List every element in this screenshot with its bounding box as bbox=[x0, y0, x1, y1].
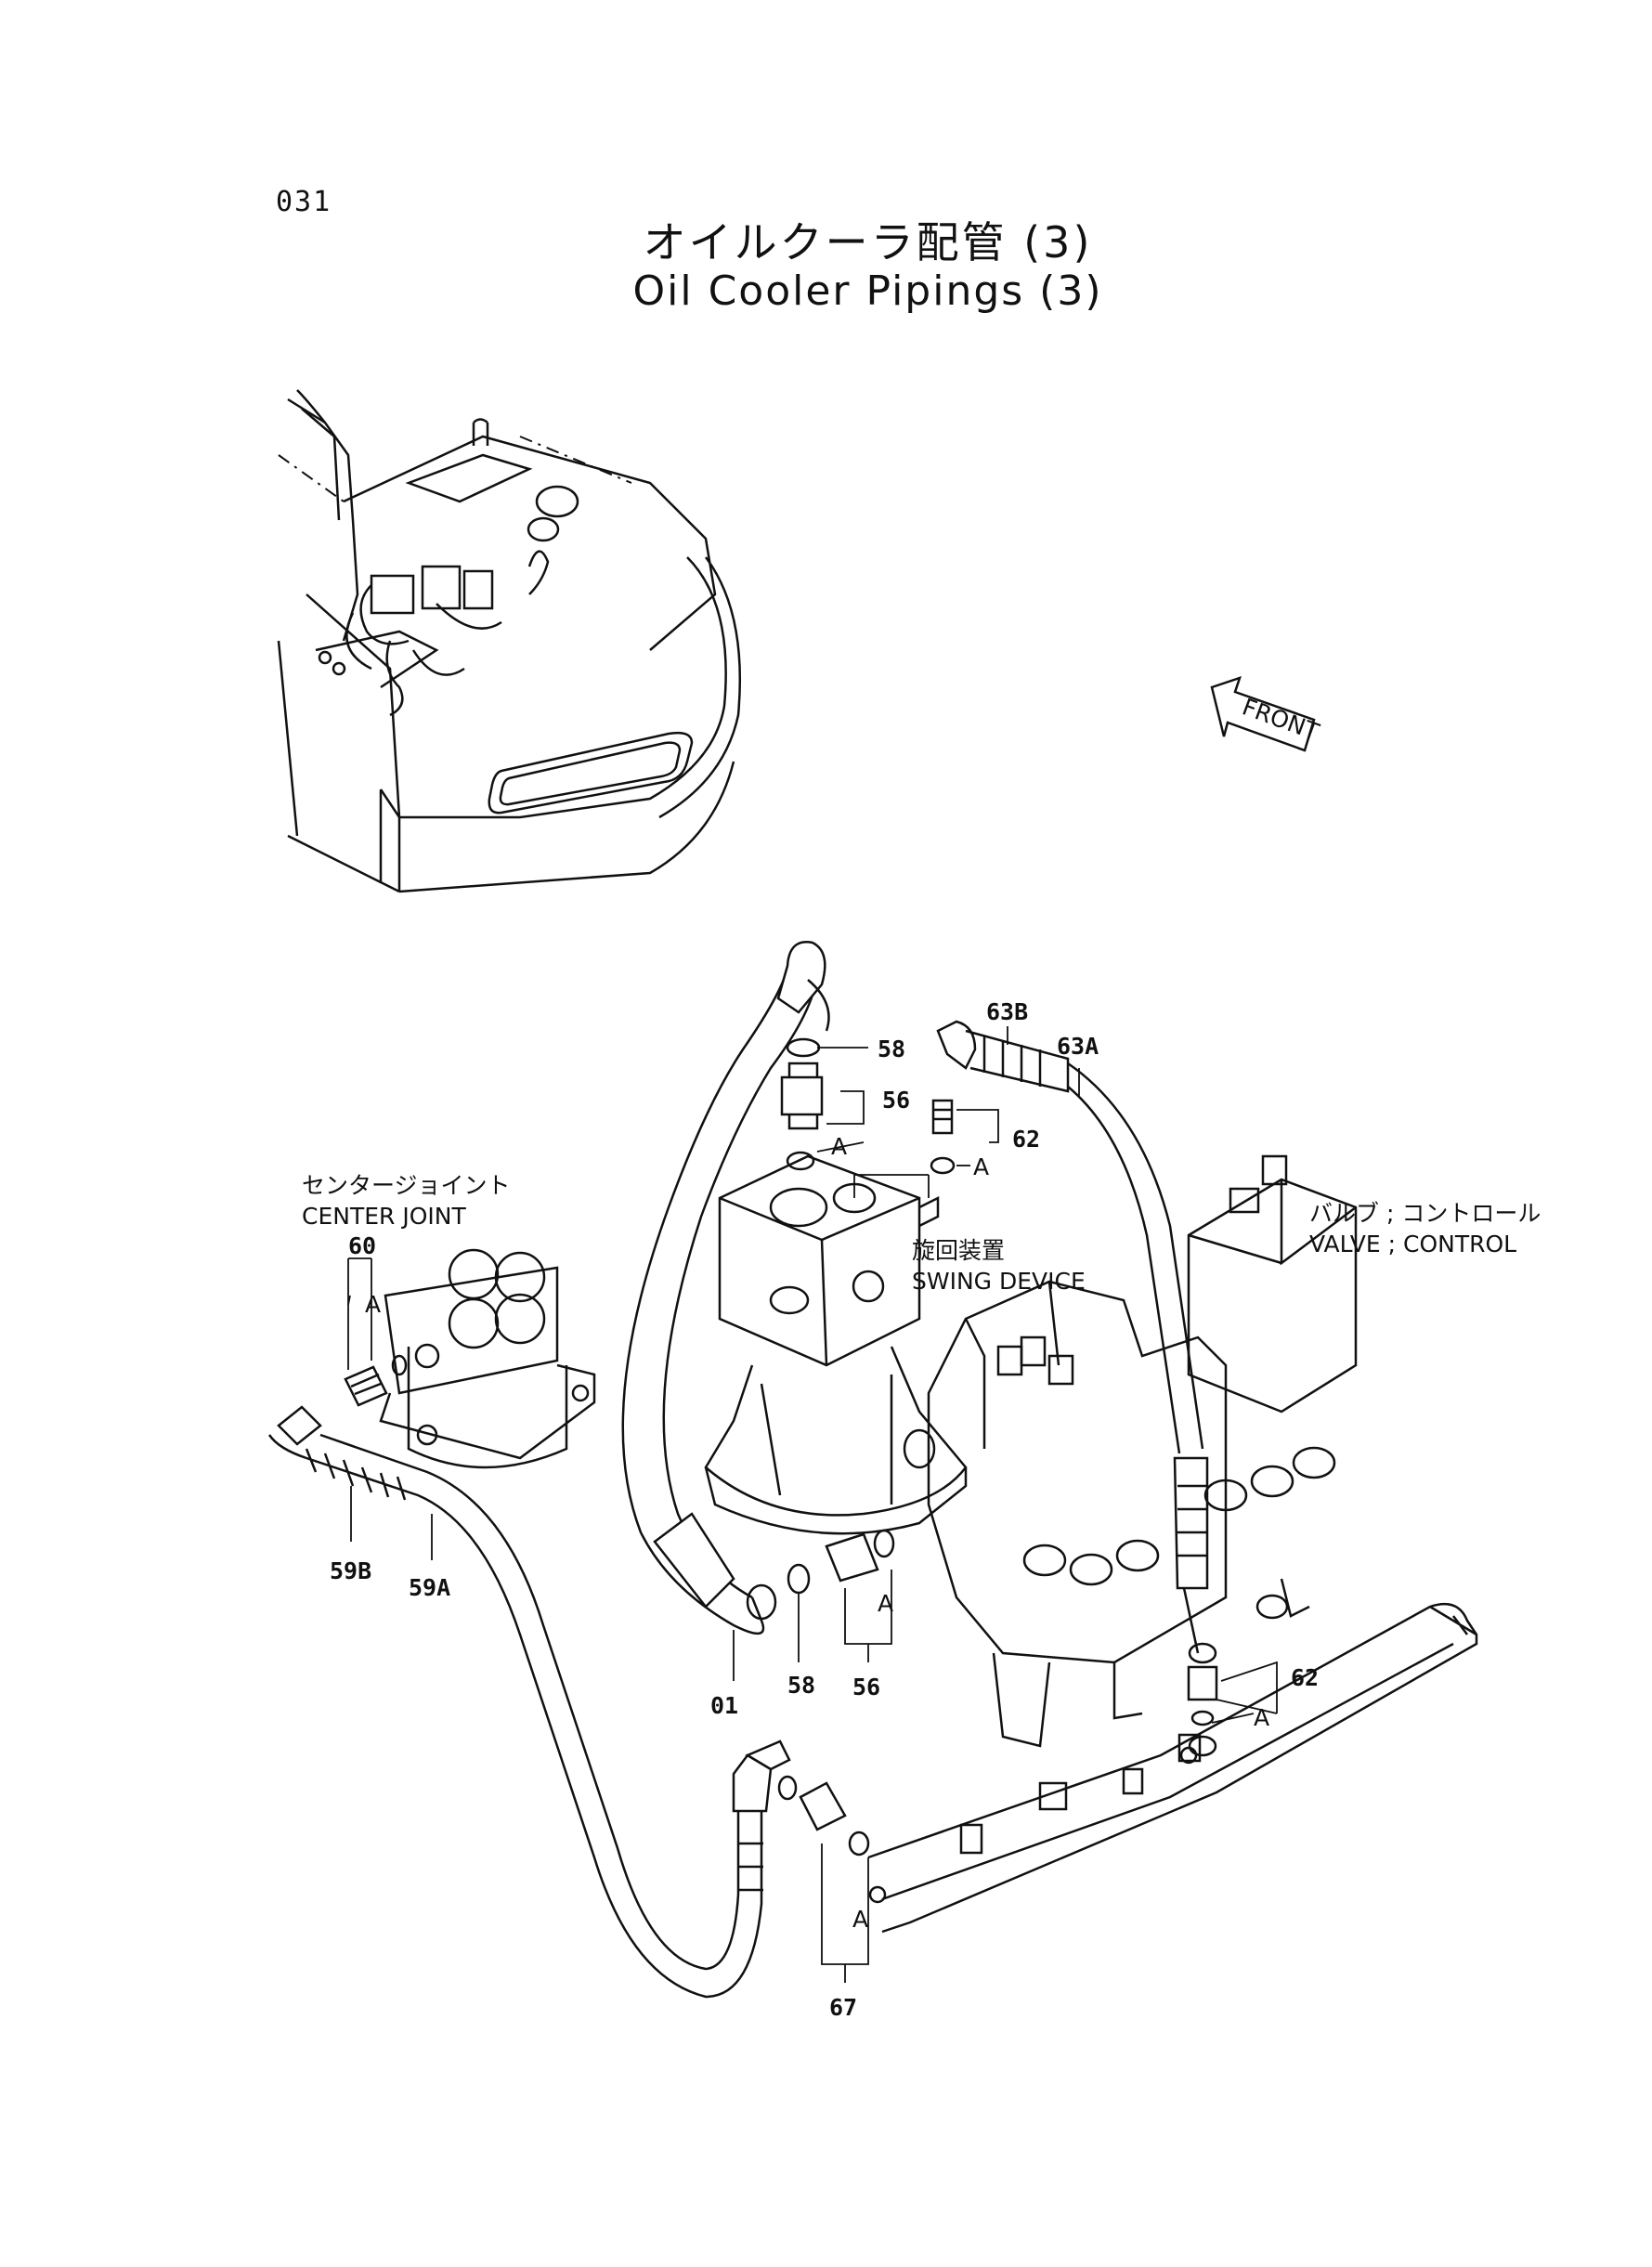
deck-valve-cluster bbox=[315, 565, 502, 717]
center-joint-label-jp: センタージョイント bbox=[302, 1172, 511, 1199]
page-title-english: Oil Cooler Pipings (3) bbox=[632, 267, 1103, 315]
callout-62-top: 62 bbox=[1012, 1126, 1040, 1153]
a-marker-center-joint: A bbox=[365, 1291, 381, 1318]
valve-control-label-jp: バルブ ; コントロール bbox=[1309, 1200, 1541, 1227]
callout-67: 67 bbox=[829, 1994, 857, 2021]
a-marker-top-right: A bbox=[973, 1153, 989, 1180]
oil-cooler-tube bbox=[867, 1602, 1478, 1934]
callout-56-bottom: 56 bbox=[852, 1674, 880, 1700]
front-label: FRONT bbox=[1239, 693, 1323, 746]
callout-60: 60 bbox=[348, 1232, 376, 1259]
page-number: 031 bbox=[276, 186, 332, 218]
center-joint bbox=[379, 1248, 596, 1469]
a-marker-middle: A bbox=[878, 1590, 893, 1617]
hose-01 bbox=[621, 941, 830, 1635]
callout-63A: 63A bbox=[1057, 1033, 1099, 1060]
control-valve bbox=[903, 1154, 1358, 1748]
a-marker-bottom-right: A bbox=[1254, 1704, 1269, 1731]
parts-orings-adapters bbox=[780, 1037, 1218, 1857]
hose-63 bbox=[936, 1020, 1217, 1664]
center-joint-label-en: CENTER JOINT bbox=[302, 1203, 466, 1230]
swing-device-label-jp: 旋回装置 bbox=[912, 1237, 1005, 1264]
front-direction-arrow: FRONT bbox=[1210, 676, 1323, 752]
machine-overview-illustration bbox=[277, 389, 742, 893]
callout-58-bottom: 58 bbox=[787, 1672, 815, 1699]
callout-59B: 59B bbox=[330, 1557, 371, 1584]
valve-control-label-en: VALVE ; CONTROL bbox=[1309, 1231, 1516, 1257]
swing-device bbox=[704, 1154, 968, 1535]
leader-lines bbox=[347, 1026, 1278, 1983]
a-marker-top-left: A bbox=[831, 1133, 847, 1160]
callout-56-top: 56 bbox=[882, 1087, 910, 1114]
hose-59 bbox=[267, 1405, 798, 1999]
a-marker-bottom: A bbox=[852, 1906, 868, 1933]
callout-62-bottom: 62 bbox=[1291, 1664, 1319, 1691]
swing-device-label-en: SWING DEVICE bbox=[912, 1268, 1086, 1295]
callout-63B: 63B bbox=[986, 998, 1028, 1025]
page-title-japanese: オイルクーラ配管 (3) bbox=[643, 217, 1093, 267]
callout-01: 01 bbox=[710, 1692, 738, 1719]
callout-58-top: 58 bbox=[878, 1036, 905, 1062]
fitting-60 bbox=[344, 1354, 408, 1407]
callout-59A: 59A bbox=[409, 1574, 450, 1601]
